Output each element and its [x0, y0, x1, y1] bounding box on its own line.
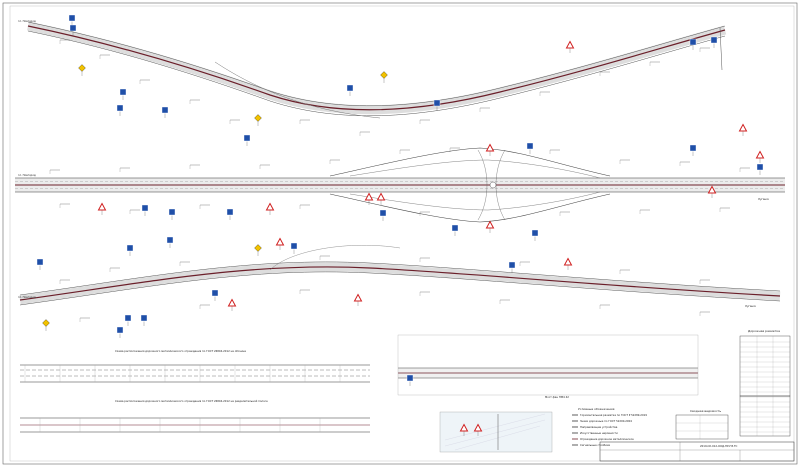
info-sign-icon	[119, 88, 127, 96]
direction-label-bottom-left: гл. Новгород	[18, 295, 36, 299]
signs-table-title: Сводная ведомость	[690, 409, 721, 413]
info-sign-icon	[526, 142, 534, 150]
info-sign-icon	[433, 99, 441, 107]
info-sign-icon	[116, 326, 124, 334]
legend-title: Условные обозначения	[578, 407, 615, 411]
barrier-scheme-median	[20, 417, 370, 433]
warning-sign-icon	[376, 192, 386, 201]
info-sign-icon	[379, 209, 387, 217]
barrier-scheme-title: Схема расположения дорожного металлическ…	[115, 349, 246, 353]
legend-item: Ограждение дорожное металлическое	[580, 437, 634, 441]
info-sign-icon	[290, 242, 298, 250]
markings-table: Дорожная разметка	[739, 329, 791, 437]
warning-sign-icon	[755, 150, 765, 159]
bottom-road	[19, 245, 781, 306]
direction-label-main-right: Луганск	[758, 197, 770, 201]
warning-sign-icon	[707, 185, 717, 194]
info-sign-icon	[756, 163, 764, 171]
warning-sign-icon	[353, 293, 363, 302]
direction-label-top: гл. Новгород	[18, 19, 36, 23]
info-sign-icon	[116, 104, 124, 112]
barrier-median-title: Схема расположения дорожного металлическ…	[115, 399, 268, 403]
info-sign-icon	[140, 314, 148, 322]
info-sign-icon	[451, 224, 459, 232]
info-sign-icon	[126, 244, 134, 252]
info-sign-icon	[161, 106, 169, 114]
warning-sign-icon	[275, 237, 285, 246]
signs-layer	[36, 14, 765, 436]
info-sign-icon	[406, 374, 414, 382]
barrier-scheme-shoulder	[20, 364, 370, 383]
title-block: 2019-СК-012-ООД-ПР-ПЗ.ТС	[599, 441, 795, 462]
callouts-layer	[49, 39, 750, 322]
info-sign-icon	[141, 204, 149, 212]
warning-sign-icon	[485, 220, 495, 229]
main-road	[15, 147, 785, 223]
warning-sign-icon	[563, 257, 573, 266]
info-sign-icon	[508, 261, 516, 269]
markings-table-title: Дорожная разметка	[748, 329, 780, 333]
warning-sign-icon	[473, 423, 483, 432]
bridge-road	[397, 334, 699, 396]
info-sign-icon	[124, 314, 132, 322]
info-sign-icon	[168, 208, 176, 216]
info-sign-icon	[226, 208, 234, 216]
info-sign-icon	[346, 84, 354, 92]
info-sign-icon	[689, 38, 697, 46]
legend-item: Горизонтальная разметка по ГОСТ Р 52289-…	[580, 413, 647, 417]
signs-table: Сводная ведомость	[675, 409, 729, 440]
warning-sign-icon	[459, 423, 469, 432]
info-sign-icon	[68, 14, 76, 22]
legend-item: Сигнальные столбики	[580, 443, 611, 447]
info-sign-icon	[531, 229, 539, 237]
sheet-inner-frame	[9, 5, 795, 462]
warning-sign-icon	[97, 202, 107, 211]
info-sign-icon	[689, 144, 697, 152]
info-sign-icon	[166, 236, 174, 244]
info-sign-icon	[710, 36, 718, 44]
warning-sign-icon	[485, 143, 495, 152]
direction-label-bottom-right: Луганск	[745, 304, 757, 308]
info-sign-icon	[36, 258, 44, 266]
warning-sign-icon	[364, 192, 374, 201]
title-block-code: 2019-СК-012-ООД-ПР-ПЗ.ТС	[700, 444, 738, 448]
detail-view	[439, 411, 553, 453]
top-road	[27, 21, 727, 119]
info-sign-icon	[243, 134, 251, 142]
legend-item: Направляющие устройства	[580, 425, 618, 429]
warning-sign-icon	[227, 298, 237, 307]
info-sign-icon	[211, 289, 219, 297]
legend-item: Знаки дорожные по ГОСТ 52290-2004	[580, 419, 632, 423]
info-sign-icon	[69, 24, 77, 32]
legend-item: Искусственные неровности	[580, 431, 618, 435]
legend: Условные обозначения Горизонтальная разм…	[572, 407, 647, 447]
direction-label-main-left: гл. Новгород	[18, 173, 36, 177]
warning-sign-icon	[265, 202, 275, 211]
warning-sign-icon	[565, 40, 575, 49]
warning-sign-icon	[738, 123, 748, 132]
bridge-label: Мост фан ПМ4 42	[545, 395, 569, 399]
